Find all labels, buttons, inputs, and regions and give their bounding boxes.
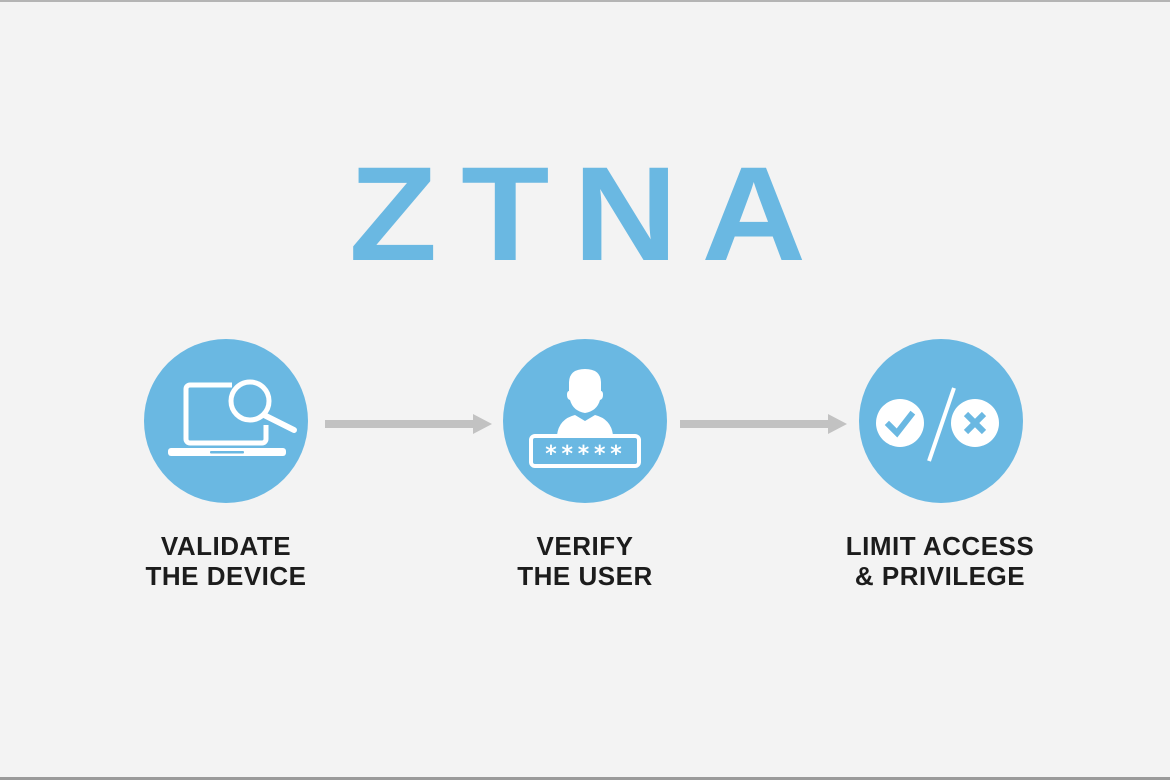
label-line1: VERIFY [536,531,634,561]
step-limit-access-circle [859,339,1023,503]
label-line1: VALIDATE [160,531,292,561]
password-mask: ***** [544,442,625,467]
step-validate-device-label: VALIDATE THE DEVICE [76,531,376,591]
label-line2: & PRIVILEGE [854,561,1026,591]
diagram-title: ZTNA [348,140,830,289]
step-verify-user-label: VERIFY THE USER [435,531,735,591]
arrow-right-icon [680,414,847,434]
allow-deny-icon [876,387,999,462]
arrow-right-icon [325,414,492,434]
label-line2: THE DEVICE [145,561,307,591]
label-line1: LIMIT ACCESS [845,531,1035,561]
step-limit-access-label: LIMIT ACCESS & PRIVILEGE [790,531,1090,591]
bottom-border [0,777,1170,780]
label-line2: THE USER [517,561,653,591]
top-border [0,0,1170,2]
step-verify-user-circle: ***** [503,339,667,503]
laptop-magnifier-icon [168,379,297,456]
user-password-icon: ***** [529,369,641,468]
step-validate-device-circle [144,339,308,503]
check-circle-icon [876,399,924,447]
